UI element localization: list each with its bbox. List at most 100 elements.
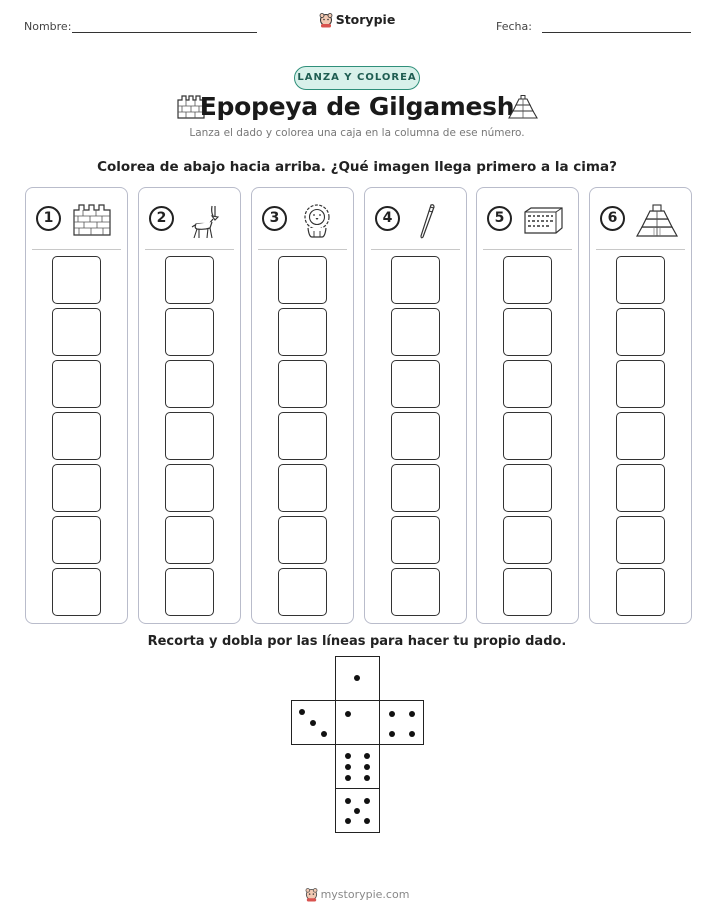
die-pip xyxy=(345,775,351,781)
color-box[interactable] xyxy=(391,308,440,356)
die-pip xyxy=(345,798,351,804)
column-number: 6 xyxy=(600,206,625,231)
ziggurat-icon xyxy=(635,204,679,237)
column-3: 3 xyxy=(251,187,354,624)
color-box[interactable] xyxy=(503,568,552,616)
color-box[interactable] xyxy=(165,568,214,616)
color-box[interactable] xyxy=(278,412,327,460)
die-pip xyxy=(389,731,395,737)
color-box[interactable] xyxy=(503,308,552,356)
color-box[interactable] xyxy=(52,412,101,460)
die-pip xyxy=(364,818,370,824)
column-2: 2 xyxy=(138,187,241,624)
city-wall-icon xyxy=(73,204,111,236)
cut-instruction: Recorta y dobla por las líneas para hace… xyxy=(147,634,567,649)
footer: mystorypie.com xyxy=(0,888,714,902)
color-box[interactable] xyxy=(503,360,552,408)
color-box[interactable] xyxy=(616,568,665,616)
color-box[interactable] xyxy=(616,308,665,356)
die-pip xyxy=(409,711,415,717)
color-box[interactable] xyxy=(165,360,214,408)
die-pip xyxy=(299,709,305,715)
die-face-4 xyxy=(379,700,424,745)
brand-name: Storypie xyxy=(335,12,396,27)
die-face-1 xyxy=(335,656,380,701)
color-box[interactable] xyxy=(165,464,214,512)
column-6: 6 xyxy=(589,187,692,624)
color-box[interactable] xyxy=(391,256,440,304)
color-box[interactable] xyxy=(278,516,327,564)
color-box[interactable] xyxy=(503,412,552,460)
name-line[interactable] xyxy=(72,32,257,33)
color-box[interactable] xyxy=(391,464,440,512)
footer-url[interactable]: mystorypie.com xyxy=(320,888,410,901)
die-pip xyxy=(354,808,360,814)
color-box[interactable] xyxy=(278,360,327,408)
color-box[interactable] xyxy=(616,464,665,512)
instruction: Colorea de abajo hacia arriba. ¿Qué imag… xyxy=(97,159,617,175)
die-face-6 xyxy=(335,744,380,789)
color-box[interactable] xyxy=(52,568,101,616)
storypie-mascot-icon xyxy=(305,888,318,902)
color-box[interactable] xyxy=(278,464,327,512)
color-box[interactable] xyxy=(503,256,552,304)
city-wall-icon xyxy=(177,95,205,119)
subtitle: Lanza el dado y colorea una caja en la c… xyxy=(189,127,525,139)
name-label: Nombre: xyxy=(24,20,72,33)
color-box[interactable] xyxy=(391,516,440,564)
color-box[interactable] xyxy=(616,256,665,304)
date-line[interactable] xyxy=(542,32,691,33)
die-pip xyxy=(310,720,316,726)
column-number: 2 xyxy=(149,206,174,231)
ziggurat-icon xyxy=(508,95,538,119)
color-box[interactable] xyxy=(52,516,101,564)
die-pip xyxy=(345,764,351,770)
color-box[interactable] xyxy=(52,308,101,356)
color-box[interactable] xyxy=(503,516,552,564)
color-box[interactable] xyxy=(391,568,440,616)
color-box[interactable] xyxy=(165,256,214,304)
die-pip xyxy=(345,753,351,759)
die-pip xyxy=(364,798,370,804)
die-pip xyxy=(321,731,327,737)
die-pip xyxy=(364,775,370,781)
column-1: 1 xyxy=(25,187,128,624)
column-number: 1 xyxy=(36,206,61,231)
color-box[interactable] xyxy=(165,516,214,564)
column-number: 4 xyxy=(375,206,400,231)
die-pip xyxy=(345,818,351,824)
stylus-icon xyxy=(420,204,435,239)
cuneiform-tablet-icon xyxy=(524,207,563,234)
date-label: Fecha: xyxy=(496,20,532,33)
color-box[interactable] xyxy=(278,308,327,356)
die-pip xyxy=(345,711,351,717)
activity-badge: LANZA Y COLOREA xyxy=(294,66,420,90)
brand-logo: Storypie xyxy=(0,12,714,28)
die-face-5 xyxy=(335,788,380,833)
color-box[interactable] xyxy=(391,360,440,408)
color-box[interactable] xyxy=(165,412,214,460)
color-box[interactable] xyxy=(165,308,214,356)
die-pip xyxy=(389,711,395,717)
die-face-3 xyxy=(291,700,336,745)
gazelle-icon xyxy=(191,205,220,239)
column-number: 5 xyxy=(487,206,512,231)
die-face-1-center xyxy=(335,700,380,745)
die-pip xyxy=(409,731,415,737)
color-box[interactable] xyxy=(391,412,440,460)
color-box[interactable] xyxy=(616,360,665,408)
color-box[interactable] xyxy=(52,464,101,512)
color-box[interactable] xyxy=(616,412,665,460)
color-box[interactable] xyxy=(52,256,101,304)
column-4: 4 xyxy=(364,187,467,624)
lion-icon xyxy=(304,204,330,238)
color-box[interactable] xyxy=(616,516,665,564)
color-box[interactable] xyxy=(503,464,552,512)
page-title: Epopeya de Gilgamesh xyxy=(199,92,515,121)
color-box[interactable] xyxy=(278,256,327,304)
die-pip xyxy=(354,675,360,681)
color-box[interactable] xyxy=(52,360,101,408)
storypie-mascot-icon xyxy=(319,13,333,28)
color-box[interactable] xyxy=(278,568,327,616)
column-5: 5 xyxy=(476,187,579,624)
